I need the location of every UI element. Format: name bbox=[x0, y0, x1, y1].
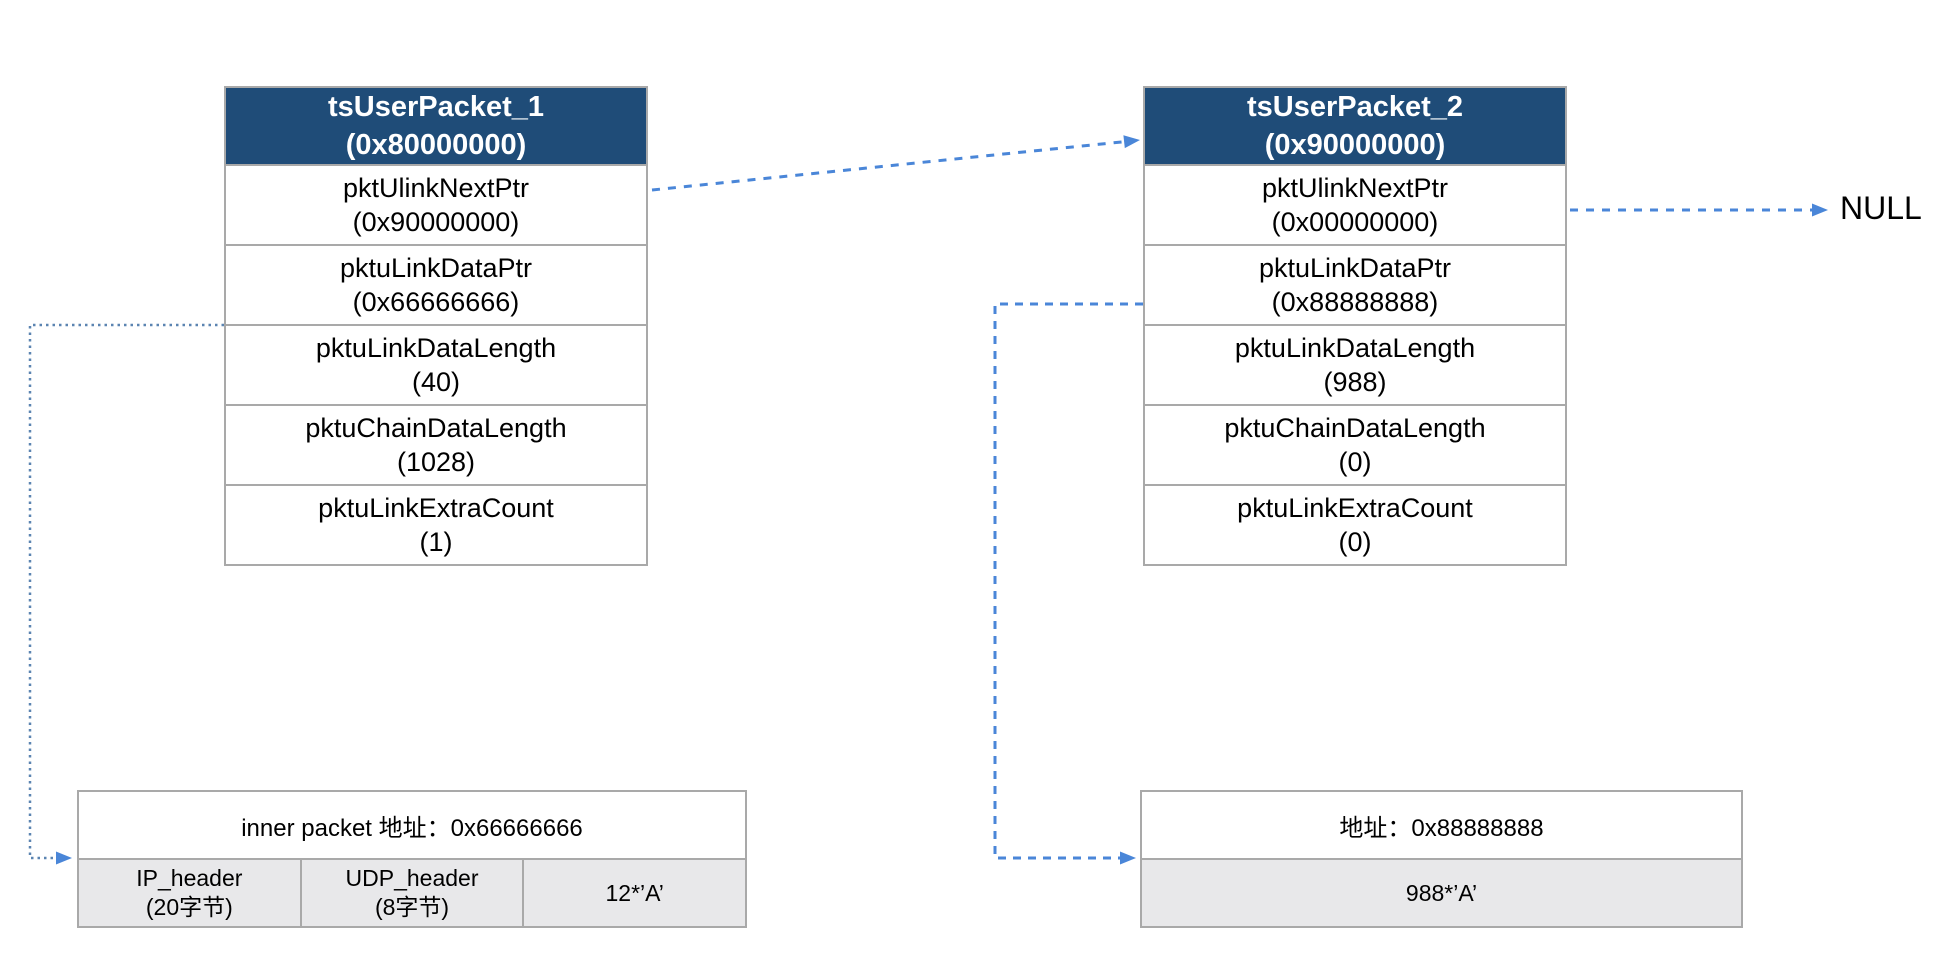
field-value: (40) bbox=[411, 367, 460, 397]
packet1-field-row: pktuLinkExtraCount (1) bbox=[226, 484, 646, 564]
arrow-packet2-next-to-null bbox=[1570, 203, 1828, 217]
buffer2-cells: 988*’A’ bbox=[1142, 858, 1741, 926]
field-name: pktuLinkDataLength bbox=[1234, 333, 1476, 363]
packet2-table: tsUserPacket_2 (0x90000000) pktUlinkNext… bbox=[1143, 86, 1567, 566]
packet2-title: tsUserPacket_2 bbox=[1246, 91, 1464, 123]
field-value: (0) bbox=[1338, 447, 1372, 477]
field-value: (0x00000000) bbox=[1271, 207, 1439, 237]
null-label: NULL bbox=[1840, 190, 1922, 226]
field-value: (0) bbox=[1338, 527, 1372, 557]
cell-line1: UDP_header bbox=[345, 865, 479, 891]
packet2-field-row: pktUlinkNextPtr (0x00000000) bbox=[1145, 164, 1565, 244]
buffer2-title: 地址：0x88888888 bbox=[1142, 792, 1741, 858]
field-name: pktuChainDataLength bbox=[305, 413, 567, 443]
arrow-packet1-next-to-packet2 bbox=[651, 135, 1140, 192]
cell-line2: (20字节) bbox=[145, 894, 233, 920]
packet2-field-row: pktuChainDataLength (0) bbox=[1145, 404, 1565, 484]
field-value: (988) bbox=[1323, 367, 1387, 397]
field-value: (1028) bbox=[396, 447, 476, 477]
packet1-field-row: pktuChainDataLength (1028) bbox=[226, 404, 646, 484]
buffer1-cells: IP_header (20字节) UDP_header (8字节) 12*’A’ bbox=[79, 858, 746, 926]
packet1-field-row: pktuLinkDataPtr (0x66666666) bbox=[226, 244, 646, 324]
packet1-header: tsUserPacket_1 (0x80000000) bbox=[226, 88, 646, 164]
packet2-field-row: pktuLinkDataPtr (0x88888888) bbox=[1145, 244, 1565, 324]
field-name: pktuLinkExtraCount bbox=[1237, 493, 1473, 523]
buffer1-cell-payload: 12*’A’ bbox=[522, 860, 746, 926]
buffer1-cell-ip-header: IP_header (20字节) bbox=[79, 860, 300, 926]
packet1-title: tsUserPacket_1 bbox=[327, 91, 545, 123]
field-name: pktuLinkDataPtr bbox=[1258, 253, 1452, 283]
packet2-field-row: pktuLinkDataLength (988) bbox=[1145, 324, 1565, 404]
field-name: pktuLinkExtraCount bbox=[318, 493, 554, 523]
field-value: (1) bbox=[419, 527, 453, 557]
field-value: (0x88888888) bbox=[1271, 287, 1439, 317]
buffer1-table: inner packet 地址：0x66666666 IP_header (20… bbox=[77, 790, 747, 928]
packet1-table: tsUserPacket_1 (0x80000000) pktUlinkNext… bbox=[224, 86, 648, 566]
field-name: pktuLinkDataLength bbox=[315, 333, 557, 363]
field-name: pktUlinkNextPtr bbox=[342, 173, 530, 203]
buffer1-title: inner packet 地址：0x66666666 bbox=[79, 792, 745, 858]
buffer1-cell-udp-header: UDP_header (8字节) bbox=[299, 860, 523, 926]
field-value: (0x66666666) bbox=[352, 287, 520, 317]
cell-line1: IP_header bbox=[136, 865, 243, 891]
packet1-field-row: pktUlinkNextPtr (0x90000000) bbox=[226, 164, 646, 244]
buffer2-cell-payload: 988*’A’ bbox=[1142, 860, 1741, 926]
cell-line2: (8字节) bbox=[374, 894, 450, 920]
field-name: pktuLinkDataPtr bbox=[339, 253, 533, 283]
arrow-packet1-dataptr-to-buffer1 bbox=[28, 323, 224, 865]
field-value: (0x90000000) bbox=[352, 207, 520, 237]
packet2-header: tsUserPacket_2 (0x90000000) bbox=[1145, 88, 1565, 164]
field-name: pktUlinkNextPtr bbox=[1261, 173, 1449, 203]
buffer2-table: 地址：0x88888888 988*’A’ bbox=[1140, 790, 1743, 928]
field-name: pktuChainDataLength bbox=[1224, 413, 1486, 443]
cell-line1: 12*’A’ bbox=[605, 879, 664, 906]
packet2-field-row: pktuLinkExtraCount (0) bbox=[1145, 484, 1565, 564]
packet1-address: (0x80000000) bbox=[345, 129, 527, 161]
packet2-address: (0x90000000) bbox=[1264, 129, 1446, 161]
packet1-field-row: pktuLinkDataLength (40) bbox=[226, 324, 646, 404]
arrow-packet2-dataptr-to-buffer2 bbox=[993, 302, 1143, 865]
